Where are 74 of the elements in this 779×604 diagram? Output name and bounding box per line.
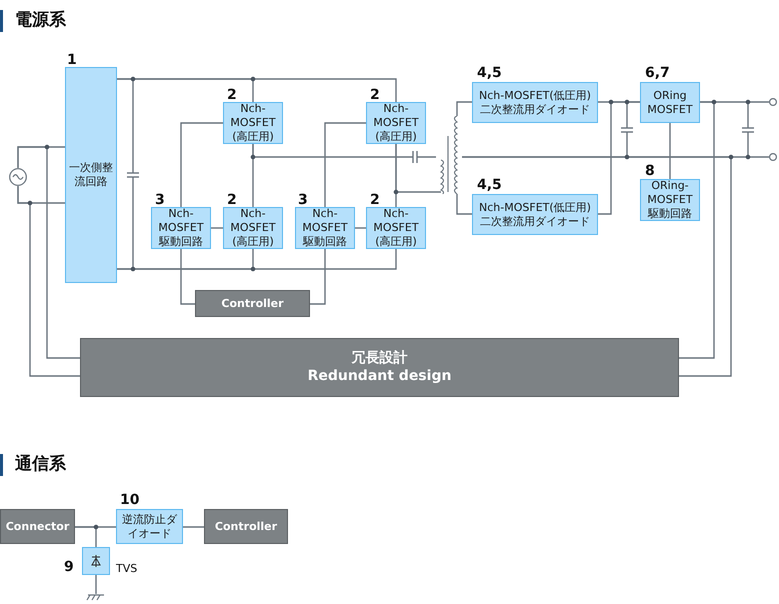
block-label: ORing-MOSFET 駆動回路 — [646, 179, 694, 221]
callout-number: 4,5 — [477, 64, 502, 83]
wire — [355, 227, 366, 229]
mosfet-block — [366, 207, 426, 249]
output-terminal — [769, 98, 777, 106]
callout-number: 2 — [227, 86, 237, 105]
wire — [180, 249, 195, 305]
wire — [669, 123, 671, 179]
controller-block — [195, 290, 310, 317]
block-label: 冗長設計 — [350, 350, 408, 368]
wire — [180, 122, 223, 207]
redundant-design-block — [80, 338, 679, 397]
rectifier-block — [65, 67, 117, 283]
wire — [95, 575, 97, 594]
wire — [462, 156, 732, 377]
oring-mosfet-block — [640, 82, 700, 123]
wire — [456, 101, 472, 116]
block-label: ORing MOSFET — [646, 88, 694, 116]
driver-block — [640, 179, 700, 221]
wire — [17, 146, 80, 359]
block-label: Nch-MOSFET 駆動回路 — [301, 207, 349, 249]
driver-block — [295, 207, 355, 249]
callout-number: 8 — [645, 162, 655, 180]
block-label: Nch-MOSFET (高圧用) — [372, 102, 420, 144]
block-label: Controller — [214, 520, 278, 534]
mosfet-block — [223, 102, 283, 144]
callout-number: 3 — [298, 191, 308, 210]
callout-number: 3 — [155, 191, 165, 210]
ac-source-symbol — [9, 168, 27, 186]
rectifier-diode-block — [472, 82, 598, 123]
callout-number: 9 — [64, 558, 74, 577]
wire — [75, 526, 97, 547]
block-label: Nch-MOSFET(低圧用) 二次整流用ダイオード — [478, 88, 592, 116]
block-label: 一次側整流回路 — [68, 161, 114, 189]
callout-number: 6,7 — [645, 64, 670, 83]
block-label: Connector — [4, 520, 70, 534]
wire — [679, 101, 715, 359]
wire — [117, 78, 397, 102]
block-label: Nch-MOSFET (高圧用) — [372, 207, 420, 249]
callout-number: 1 — [67, 51, 77, 70]
wire — [324, 122, 366, 207]
callout-number: 2 — [370, 191, 380, 210]
output-terminal — [769, 153, 777, 161]
block-label: Nch-MOSFET (高圧用) — [229, 102, 277, 144]
wire — [252, 144, 436, 158]
callout-number: 4,5 — [477, 176, 502, 195]
section-heading: 電源系 — [15, 9, 66, 32]
block-label: Redundant design — [306, 368, 452, 385]
wire — [456, 194, 472, 215]
block-label: Nch-MOSFET(低圧用) 二次整流用ダイオード — [478, 200, 592, 228]
callout-number: 2 — [227, 191, 237, 210]
wire — [211, 227, 223, 229]
mosfet-block — [366, 102, 426, 144]
wire — [310, 249, 326, 305]
wire — [598, 101, 640, 215]
driver-block — [151, 207, 211, 249]
controller-block — [204, 509, 288, 544]
connector-block — [0, 509, 75, 544]
wire — [117, 249, 397, 270]
block-label: Nch-MOSFET (高圧用) — [229, 207, 277, 249]
diode-block — [116, 509, 183, 544]
block-label: Controller — [220, 296, 285, 310]
wire — [183, 526, 204, 528]
wire — [17, 186, 80, 377]
rectifier-diode-block — [472, 194, 598, 235]
tvs-block — [82, 547, 110, 575]
callout-number: 2 — [370, 86, 380, 105]
block-label: 逆流防止ダイオード — [121, 512, 178, 540]
mosfet-block — [223, 207, 283, 249]
callout-number: 10 — [120, 491, 140, 510]
wire — [395, 144, 441, 193]
block-label: Nch-MOSFET 駆動回路 — [157, 207, 205, 249]
part-label: TVS — [116, 561, 138, 577]
section-heading: 通信系 — [15, 453, 66, 476]
